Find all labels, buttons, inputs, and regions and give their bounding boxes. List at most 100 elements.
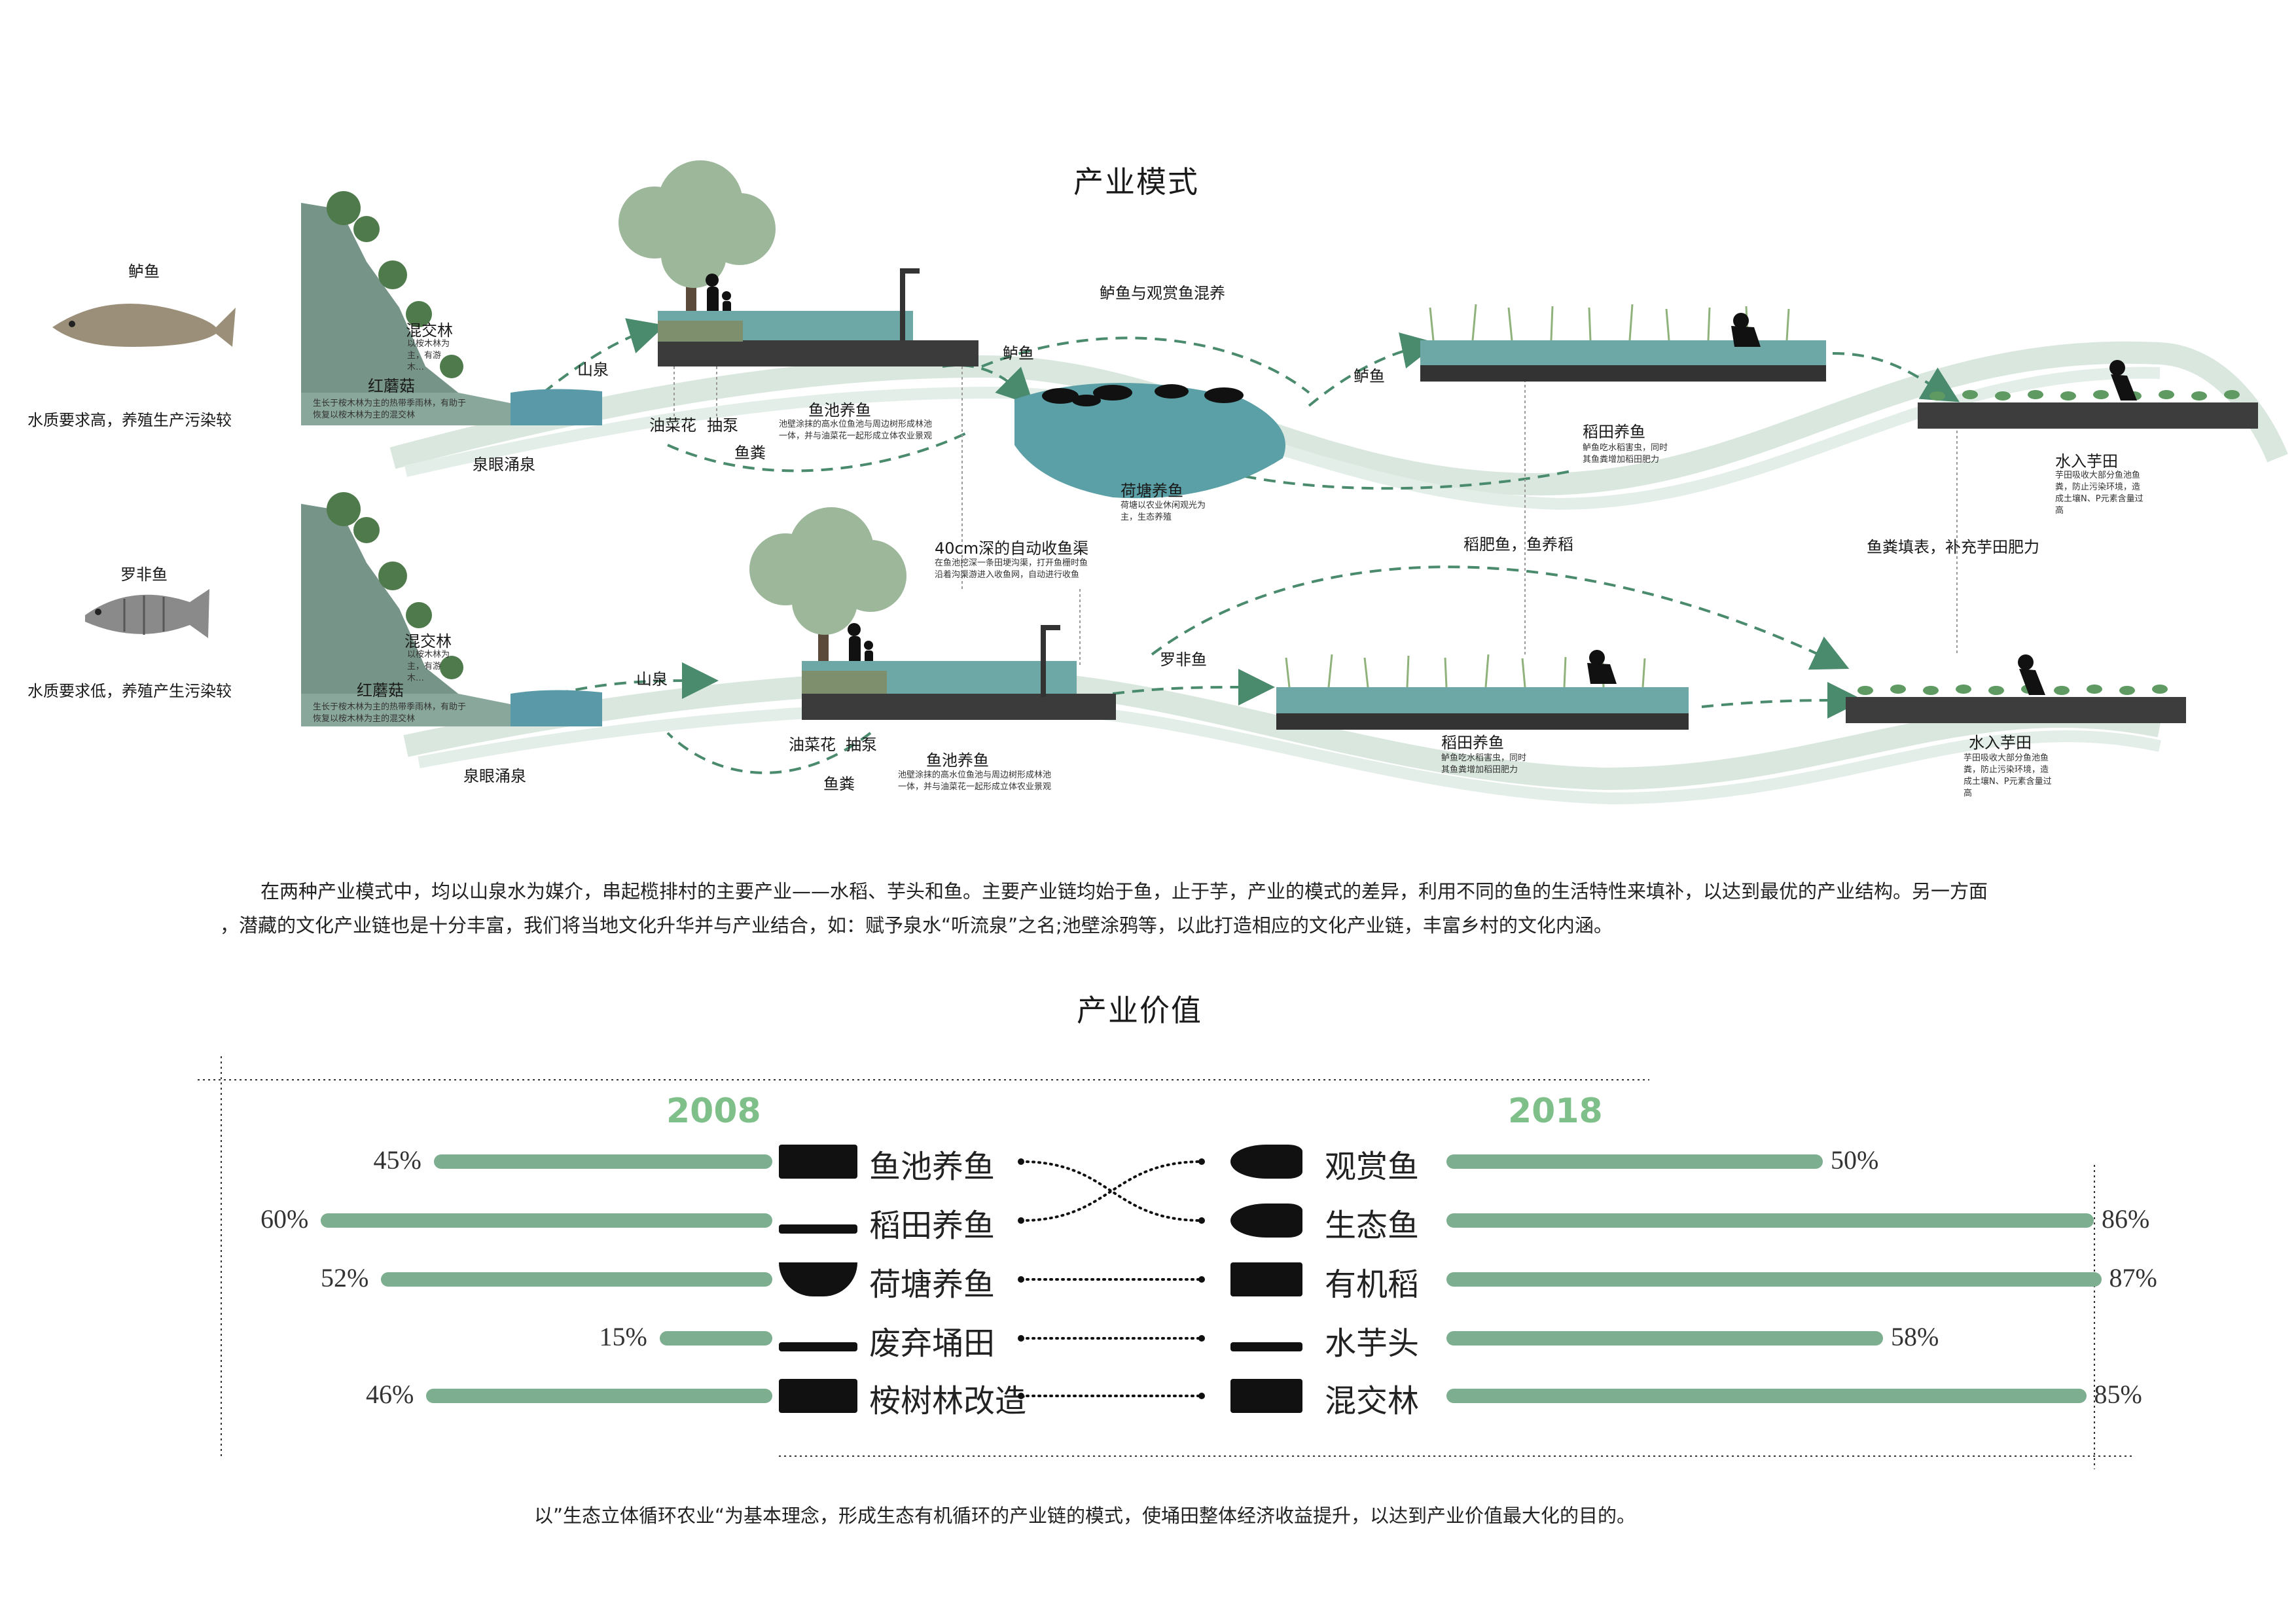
section-title-value: 产业价值 (1077, 993, 1202, 1028)
tilapia-icon (85, 589, 209, 638)
mushroom-note-a: 生长于桉木林为主的热带季雨林，有助于恢复以桉木林为主的混交林 (313, 399, 467, 420)
category-2018-4: 混交林 (1325, 1383, 1420, 1419)
pump-b: 抽泵 (846, 736, 877, 754)
paddy-note-b: 鲈鱼吃水稻害虫，同时其鱼粪增加稻田肥力 (1441, 753, 1527, 775)
bar-2008-1 (321, 1213, 772, 1228)
category-2008-0: 鱼池养鱼 (869, 1149, 996, 1185)
bar-label-2018-4: 85% (2094, 1380, 2142, 1409)
category-icon-2018-0 (1230, 1145, 1302, 1179)
bar-label-2008-0: 45% (373, 1145, 422, 1175)
category-icon-2008-0 (779, 1145, 857, 1179)
rice-fish-label: 稻肥鱼，鱼养稻 (1463, 535, 1573, 554)
category-2008-2: 荷塘养鱼 (869, 1266, 996, 1303)
paddy-note-a: 鲈鱼吃水稻害虫，同时其鱼粪增加稻田肥力 (1583, 443, 1668, 465)
bar-2008-0 (433, 1154, 772, 1169)
perch-note: 水质要求高，养殖生产污染较 (27, 411, 232, 429)
category-icon-2018-1 (1230, 1204, 1302, 1238)
rapeseed-a: 油菜花 (649, 416, 696, 435)
category-2008-3: 废弃埇田 (869, 1325, 996, 1362)
forest-note-a: 以桉木林为主，有游木… (407, 339, 450, 372)
category-2018-3: 水芋头 (1325, 1325, 1420, 1362)
bar-label-2008-3: 15% (599, 1322, 647, 1351)
category-2018-2: 有机稻 (1325, 1266, 1420, 1303)
mountain-spring-a: 山泉 (577, 361, 609, 379)
category-2018-1: 生态鱼 (1325, 1207, 1420, 1244)
spring-outlet-a: 泉眼涌泉 (473, 455, 535, 474)
fish-manure-a: 鱼粪 (734, 444, 766, 462)
mountain-spring-b: 山泉 (636, 670, 668, 688)
fishpond-label-b: 鱼池养鱼 (926, 751, 989, 770)
manure-fill-label: 鱼粪填表，补充芋田肥力 (1867, 538, 2039, 556)
bar-2018-1 (1446, 1213, 2094, 1228)
category-icon-2018-2 (1230, 1262, 1302, 1296)
category-2008-4: 桉树林改造 (869, 1383, 1027, 1419)
bar-2018-2 (1446, 1272, 2102, 1287)
year-2008: 2008 (666, 1092, 761, 1131)
channel-note: 在鱼池挖深一条田埂沟渠，打开鱼栅时鱼沿着沟渠游进入收鱼网，自动进行收鱼 (935, 558, 1088, 580)
lotus-note: 荷塘以农业休闲观光为主，生态养殖 (1121, 501, 1206, 522)
mushroom-note-b: 生长于桉木林为主的热带季雨林，有助于恢复以桉木林为主的混交林 (313, 702, 467, 724)
bar-label-2018-3: 58% (1891, 1322, 1939, 1351)
flow-diagram (52, 160, 2288, 805)
taro-note-b: 芋田吸收大部分鱼池鱼粪，防止污染环境，造成土壤N、P元素含量过高 (1964, 753, 2052, 798)
tilapia-note: 水质要求低，养殖产生污染较 (27, 682, 232, 700)
bar-2008-4 (426, 1389, 772, 1403)
arrow-label-tilapia: 罗非鱼 (1160, 651, 1207, 669)
category-icon-2008-1 (779, 1224, 857, 1234)
section-title-mode: 产业模式 (1073, 164, 1199, 200)
forest-label-a: 混交林 (406, 321, 453, 340)
chart-link-1 (1020, 1160, 1203, 1222)
link-dot-2018-2 (1198, 1276, 1205, 1283)
mixed-farming-label: 鲈鱼与观赏鱼混养 (1100, 284, 1225, 302)
category-icon-2018-3 (1230, 1342, 1302, 1351)
forest-label-b: 混交林 (404, 632, 452, 651)
bar-2008-2 (381, 1272, 772, 1287)
paragraph-line-1: 在两种产业模式中，均以山泉水为媒介，串起榄排村的主要产业——水稻、芋头和鱼。主要… (260, 880, 1988, 902)
perch-label: 鲈鱼 (128, 262, 160, 281)
fishpond-label-a: 鱼池养鱼 (808, 401, 871, 419)
taro-label-b: 水入芋田 (1969, 734, 2032, 752)
bar-label-2008-1: 60% (260, 1204, 309, 1234)
bar-label-2018-0: 50% (1831, 1145, 1879, 1175)
bar-2008-3 (659, 1331, 772, 1346)
fish-manure-b: 鱼粪 (823, 775, 855, 793)
rapeseed-b: 油菜花 (789, 736, 836, 754)
fishpond-note-a: 池壁涂抹的高水位鱼池与周边树形成林池一体，并与油菜花一起形成立体农业景观 (779, 419, 933, 441)
bar-2018-3 (1446, 1331, 1883, 1346)
category-2018-0: 观赏鱼 (1325, 1149, 1420, 1185)
lotus-label: 荷塘养鱼 (1121, 482, 1183, 500)
channel-label: 40cm深的自动收鱼渠 (935, 539, 1089, 558)
arrow-label-perch-2: 鲈鱼 (1354, 367, 1385, 385)
link-dot-2018-0 (1198, 1158, 1205, 1165)
mushroom-label-a: 红蘑菇 (368, 377, 415, 395)
category-2008-1: 稻田养鱼 (869, 1207, 996, 1244)
year-2018: 2018 (1508, 1092, 1603, 1131)
bar-2018-4 (1446, 1389, 2087, 1403)
spring-outlet-b: 泉眼涌泉 (463, 767, 526, 785)
pump-a: 抽泵 (707, 416, 738, 435)
category-icon-2008-3 (779, 1342, 857, 1351)
link-dot-2018-4 (1198, 1393, 1205, 1399)
arrow-label-perch-1: 鲈鱼 (1003, 344, 1034, 363)
perch-icon (52, 304, 236, 347)
forest-note-b: 以桉木林为主，有游木… (407, 650, 450, 683)
bar-label-2018-2: 87% (2109, 1263, 2157, 1293)
bar-2018-0 (1446, 1154, 1823, 1169)
paragraph-line-2: ，潜藏的文化产业链也是十分丰富，我们将当地文化升华并与产业结合，如：赋予泉水“听… (220, 914, 1613, 936)
link-dot-2018-3 (1198, 1335, 1205, 1342)
paddy-label-b: 稻田养鱼 (1441, 734, 1504, 752)
taro-label-a: 水入芋田 (2055, 452, 2118, 471)
taro-note-a: 芋田吸收大部分鱼池鱼粪，防止污染环境，造成土壤N、P元素含量过高 (2055, 471, 2144, 516)
link-dot-2018-1 (1198, 1217, 1205, 1224)
tilapia-label: 罗非鱼 (120, 565, 168, 584)
bar-label-2008-2: 52% (321, 1263, 369, 1293)
category-icon-2008-4 (779, 1379, 857, 1413)
value-chart-frame (198, 1056, 2134, 1469)
category-icon-2018-4 (1230, 1379, 1302, 1413)
fishpond-note-b: 池壁涂抹的高水位鱼池与周边树形成林池一体，并与油菜花一起形成立体农业景观 (898, 770, 1052, 792)
mushroom-label-b: 红蘑菇 (357, 681, 404, 700)
paddy-label-a: 稻田养鱼 (1583, 423, 1645, 441)
bar-label-2008-4: 46% (366, 1380, 414, 1409)
bar-label-2018-1: 86% (2102, 1204, 2150, 1234)
